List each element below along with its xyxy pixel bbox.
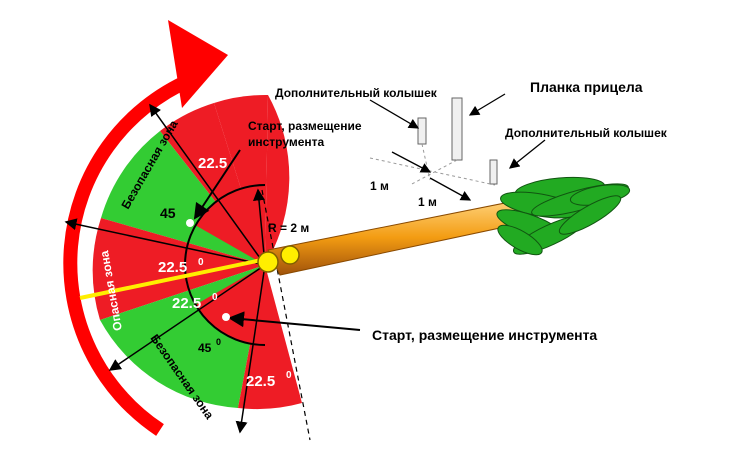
zone-mid-red-upper-value: 22.5 bbox=[158, 259, 187, 276]
dashed-axis bbox=[261, 189, 311, 441]
pointer-extra-stake-left bbox=[369, 99, 420, 129]
zone-bottom-green-value: 45 bbox=[198, 341, 212, 355]
label-dist-1m-b: 1 м bbox=[418, 195, 437, 209]
pointer-start-top bbox=[193, 149, 241, 220]
pointer-extra-stake-right bbox=[508, 139, 546, 169]
radial-arrow-3 bbox=[108, 264, 266, 371]
pointer-sight-bar bbox=[468, 93, 506, 116]
stake-left bbox=[417, 117, 427, 145]
stake-right bbox=[489, 159, 498, 185]
rotation-arrowhead bbox=[168, 20, 228, 108]
label-start-top-line2: инструмента bbox=[248, 135, 325, 149]
zone-bottom-red-sup: 0 bbox=[286, 370, 292, 381]
rotation-arrow bbox=[63, 73, 193, 436]
zone-mid-red-lower-value: 22.5 bbox=[172, 295, 201, 312]
label-dist-1m-a: 1 м bbox=[370, 179, 389, 193]
zone-bottom-red-value: 22.5 bbox=[246, 373, 275, 390]
stump-circle bbox=[257, 251, 279, 273]
label-extra-stake-right: Дополнительный колышек bbox=[505, 126, 668, 140]
ground-line-3 bbox=[409, 159, 458, 186]
sector-mid-red bbox=[92, 218, 266, 320]
tree-crown bbox=[496, 176, 631, 256]
label-start-top-line1: Старт, размещение bbox=[248, 119, 362, 133]
zone-top-green-value: 45 bbox=[160, 205, 176, 221]
start-point-top bbox=[186, 219, 194, 227]
dim-arrow-2 bbox=[429, 177, 472, 201]
radial-arrow-4 bbox=[235, 264, 266, 434]
sector-bottom-red bbox=[238, 265, 302, 410]
ground-line-2 bbox=[421, 143, 431, 181]
label-sight-bar: Планка прицела bbox=[530, 79, 643, 95]
log-end-circle bbox=[280, 245, 300, 265]
felled-log bbox=[267, 199, 529, 276]
zone-bottom-green-sup: 0 bbox=[216, 337, 221, 347]
radial-arrow-1 bbox=[149, 103, 266, 266]
start-point-bottom bbox=[222, 313, 230, 321]
label-start-bottom: Старт, размещение инструмента bbox=[372, 327, 597, 343]
label-radius: R = 2 м bbox=[268, 221, 309, 235]
radial-arrow-2 bbox=[64, 218, 266, 266]
zone-top-red-value: 22.5 bbox=[198, 155, 227, 172]
zone-mid-red-upper-sup: 0 bbox=[198, 257, 204, 268]
inner-radius-arc bbox=[184, 184, 266, 346]
zone-mid-red-lower-sup: 0 bbox=[212, 292, 218, 303]
pointer-start-bottom bbox=[228, 311, 361, 331]
dim-arrow-1 bbox=[391, 151, 432, 173]
sight-bar bbox=[451, 97, 463, 161]
sector-right-red bbox=[265, 95, 290, 265]
label-extra-stake-left: Дополнительный колышек bbox=[275, 86, 438, 100]
